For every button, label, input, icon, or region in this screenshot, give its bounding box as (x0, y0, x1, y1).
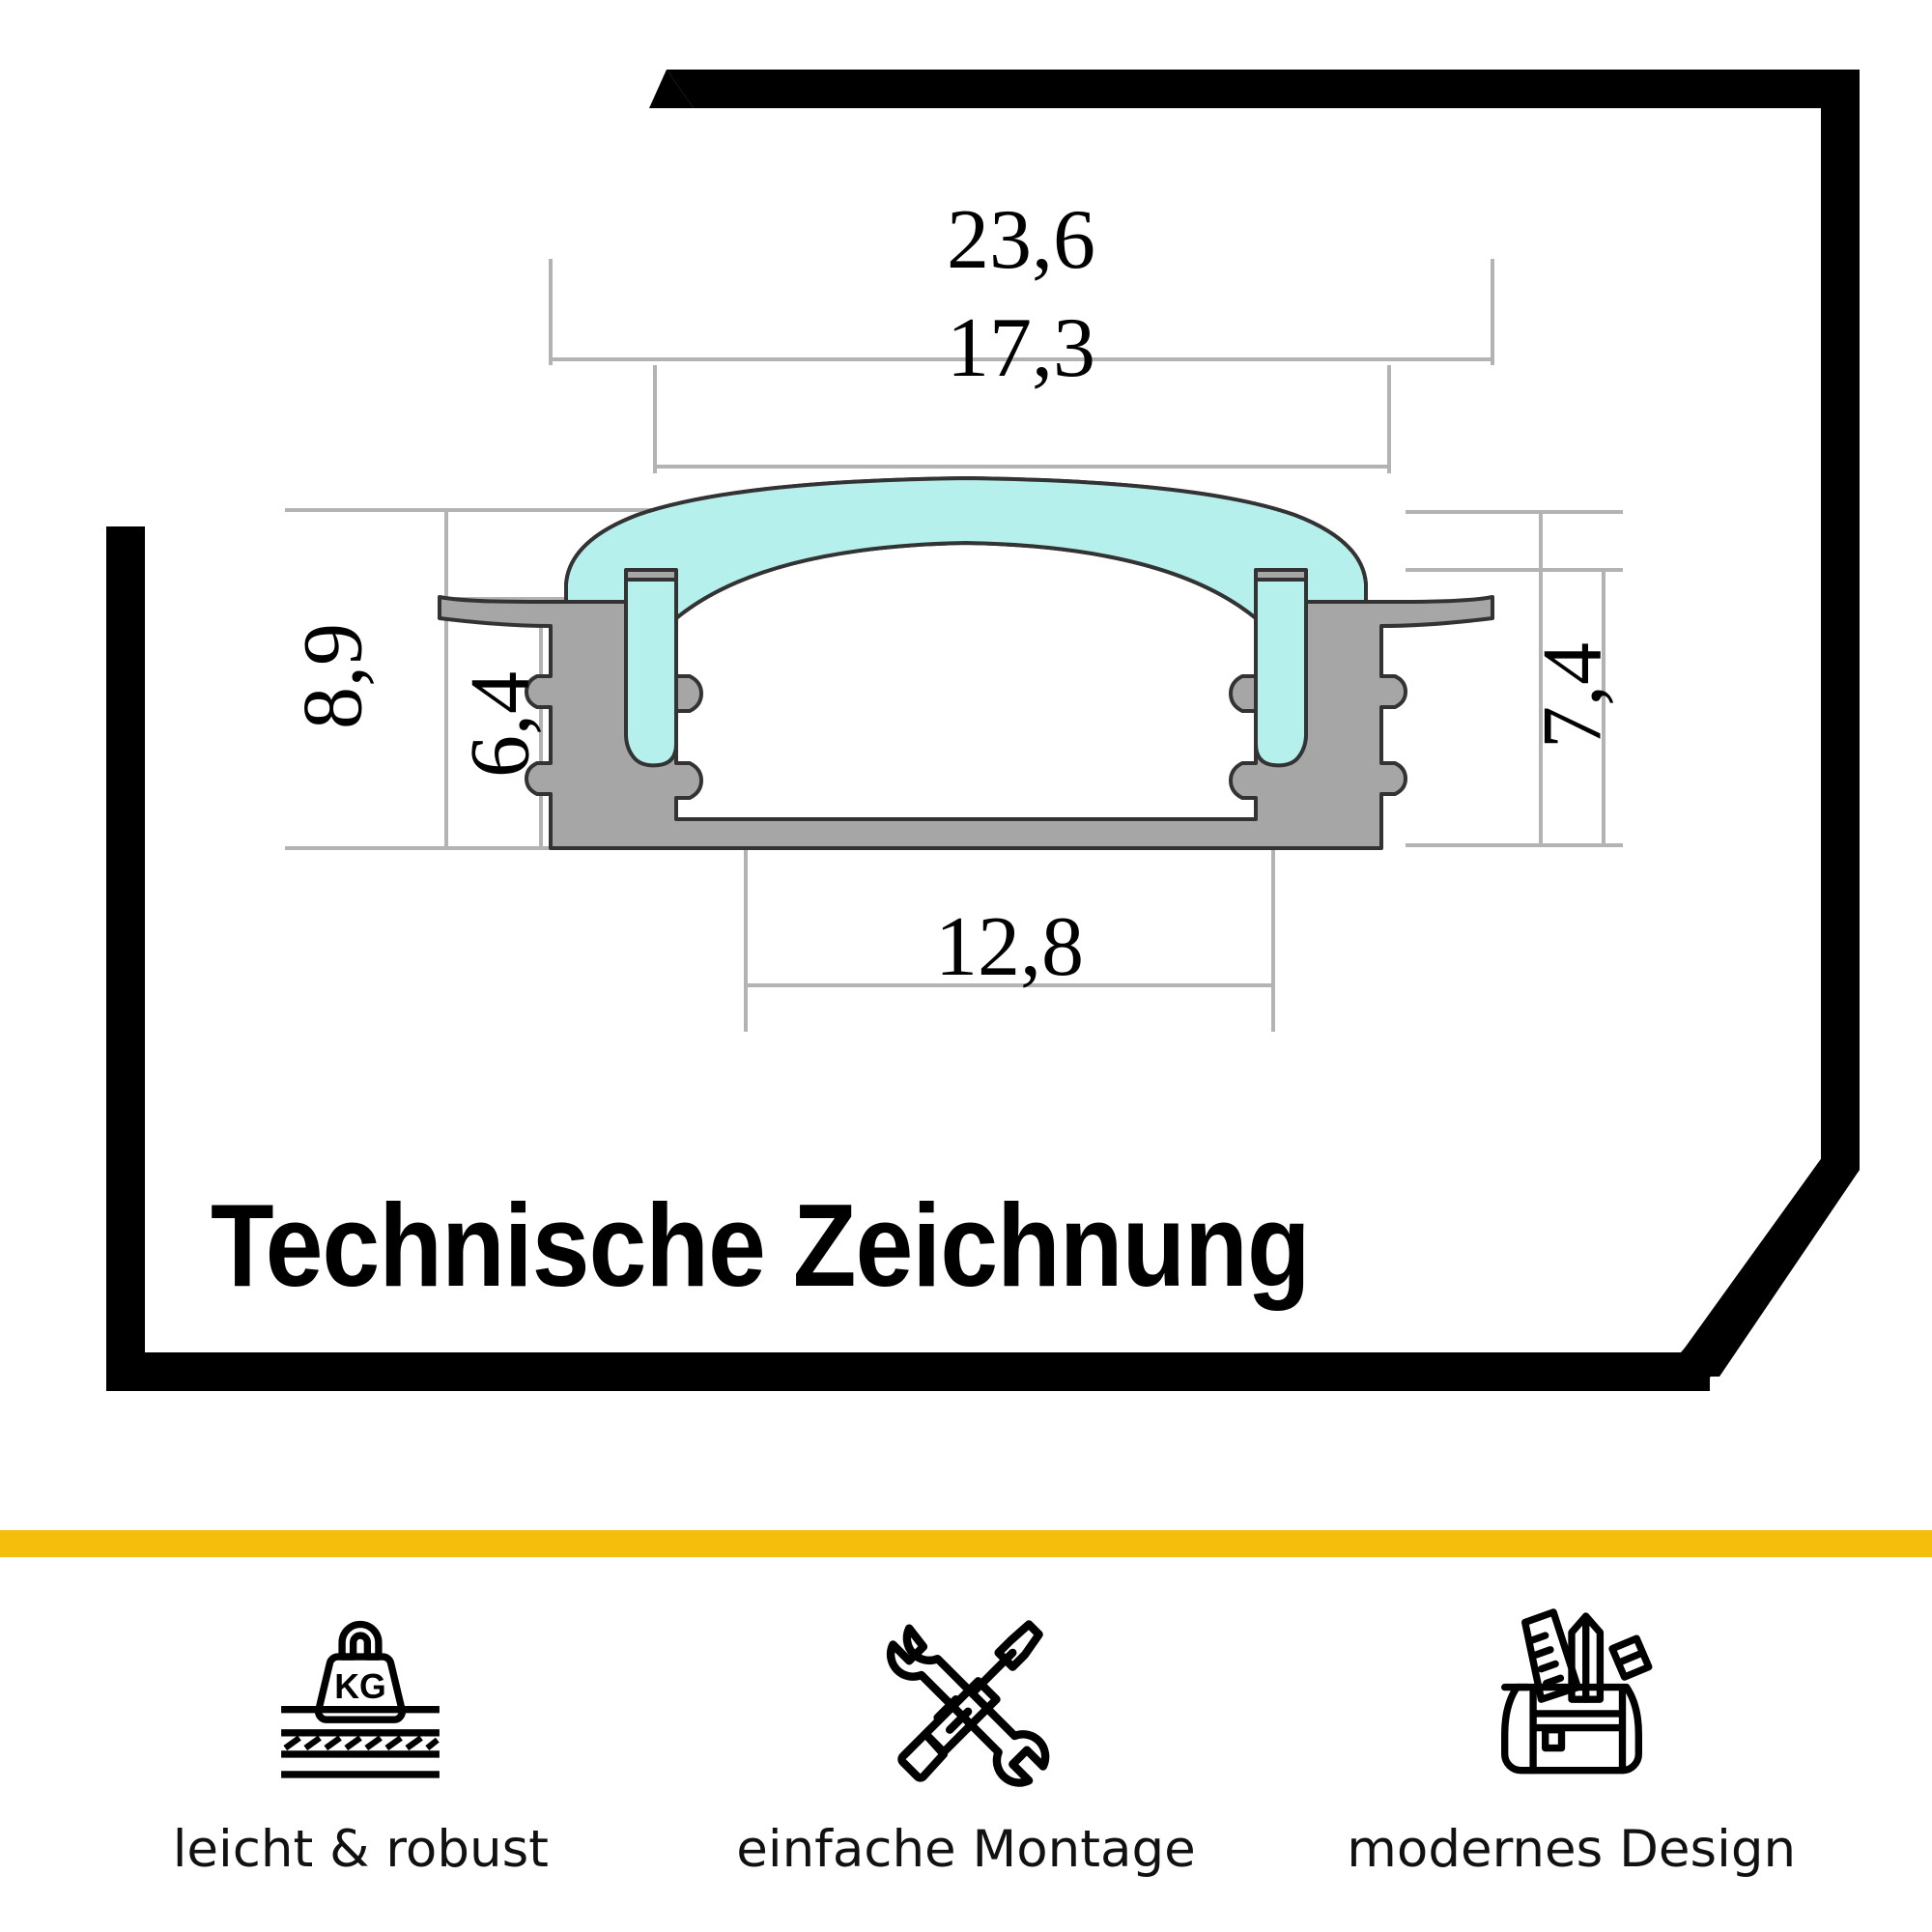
dimension-label-23-6: 23,6 (947, 193, 1095, 287)
feature-row: KG leicht & robust (0, 1594, 1932, 1932)
dimension-label-8-9: 8,9 (286, 623, 381, 729)
feature-item-einfache-montage: einfache Montage (664, 1594, 1269, 1878)
accent-divider (0, 1530, 1932, 1557)
svg-text:KG: KG (335, 1667, 387, 1706)
feature-label: modernes Design (1347, 1820, 1797, 1879)
feature-item-modernes-design: modernes Design (1268, 1594, 1874, 1878)
dimension-label-17-3: 17,3 (947, 301, 1095, 395)
dimension-label-7-4: 7,4 (1525, 642, 1620, 749)
page-title: Technische Zeichnung (211, 1179, 1311, 1311)
dimension-label-6-4: 6,4 (453, 671, 548, 778)
profile-cross-section (438, 476, 1494, 850)
feature-item-leicht-robust: KG leicht & robust (58, 1594, 664, 1878)
feature-label: leicht & robust (172, 1820, 549, 1879)
wrench-screwdriver-icon (886, 1620, 1050, 1787)
technical-drawing-figure (285, 259, 1623, 1032)
decorative-frame (106, 70, 1860, 1391)
dimension-label-12-8: 12,8 (935, 900, 1084, 994)
feature-label: einfache Montage (736, 1820, 1196, 1879)
kg-weight-on-layers-icon: KG (281, 1620, 440, 1778)
pencil-case-icon (1500, 1608, 1653, 1775)
